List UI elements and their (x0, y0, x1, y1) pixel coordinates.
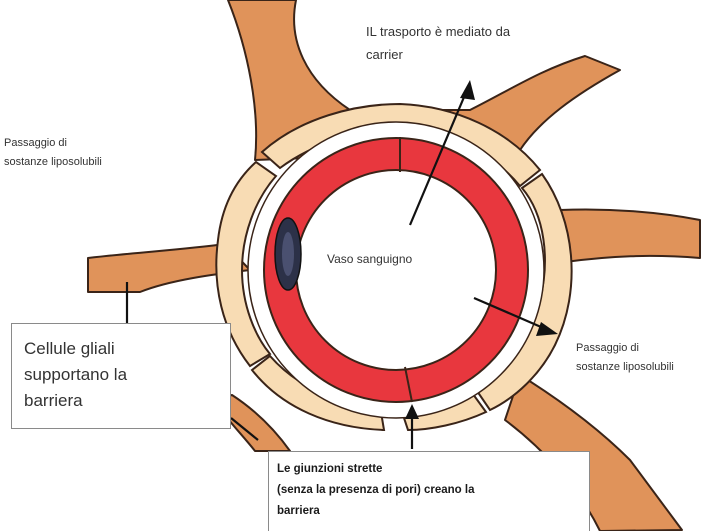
label-carrier-transport: IL trasporto è mediato da carrier (366, 20, 510, 66)
glial-arm-right (560, 209, 700, 262)
label-blood-vessel: Vaso sanguigno (327, 250, 412, 269)
callout-glial-cells: Cellule gliali supportano la barriera (11, 323, 231, 429)
arrowhead-carrier (460, 80, 475, 100)
label-lipid-soluble-right: Passaggio di sostanze liposolubili (576, 339, 674, 377)
callout-tight-junctions: Le giunzioni strette (senza la presenza … (268, 451, 590, 531)
endothelium-outline-inner (296, 170, 496, 370)
nucleus-inner (282, 232, 294, 276)
label-lipid-soluble-left: Passaggio di sostanze liposolubili (4, 134, 102, 172)
